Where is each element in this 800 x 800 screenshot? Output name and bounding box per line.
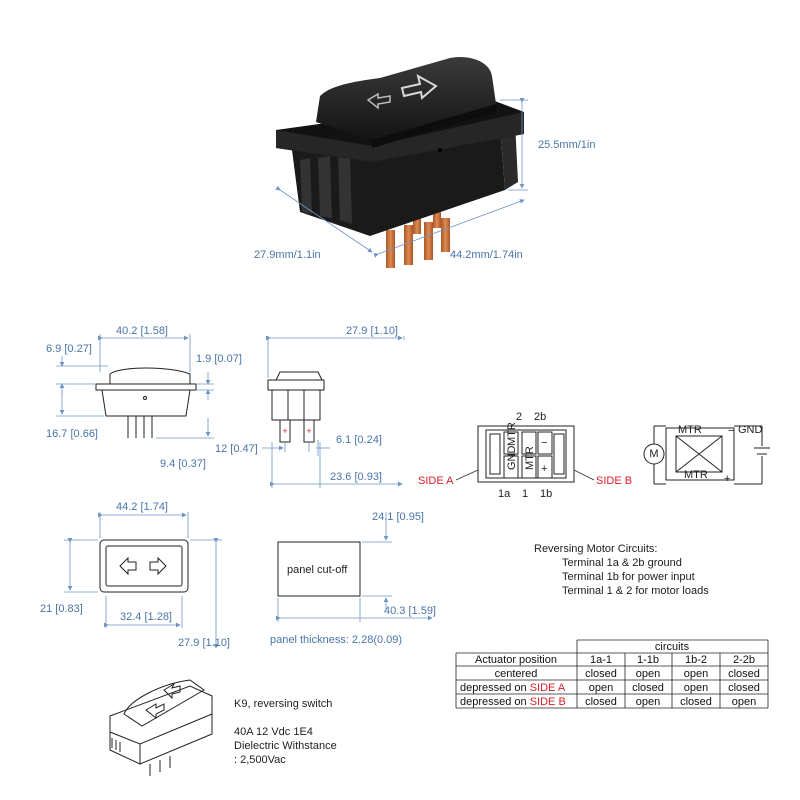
spec-text: K9, reversing switch 40A 12 Vdc 1E4 Diel… [234, 698, 337, 766]
front-top-width: 40.2 [1.58] [116, 325, 168, 337]
terminal-layout: MTR GND MTR − + 2 2b 1a 1 1b SIDE A SIDE… [418, 411, 632, 500]
spec-voltage: : 2,500Vac [234, 754, 286, 766]
table-cell: closed [585, 668, 617, 680]
circuit-note-2: Terminal 1b for power input [562, 571, 695, 583]
table-cell: closed [680, 696, 712, 708]
top-view: 44.2 [1.74] 21 [0.83] 32.4 [1.28] 27.9 [… [40, 501, 230, 649]
schematic-gnd: GND [738, 424, 763, 436]
side-pin-spacing: 12 [0.47] [215, 443, 258, 455]
table-header-1a-1: 1a-1 [590, 654, 612, 666]
side-view: + + 27.9 [1.10] 12 [0.47] 6.1 [0.24] 23.… [215, 325, 405, 488]
front-body-height: 16.7 [0.66] [46, 428, 98, 440]
table-cell: closed [632, 682, 664, 694]
circuit-note-1: Terminal 1a & 2b ground [562, 557, 682, 569]
terminal-2-label: 2 [516, 411, 522, 423]
photo-width-label: 27.9mm/1.1in [254, 249, 321, 261]
top-height: 21 [0.83] [40, 603, 83, 615]
side-pin-width: 6.1 [0.24] [336, 434, 382, 446]
table-cell: open [636, 668, 660, 680]
schematic-plus: + [724, 473, 730, 485]
terminal-mtr-label: MTR [506, 422, 518, 446]
photo-dimensions: 25.5mm/1in 27.9mm/1.1in 44.2mm/1.74in [254, 98, 595, 261]
table-cell: open [636, 696, 660, 708]
schematic-mtr-bottom: MTR [684, 469, 708, 481]
panel-thickness: panel thickness: 2.28(0.09) [270, 634, 402, 646]
top-depth: 27.9 [1.10] [178, 637, 230, 649]
table-header-1b-2: 1b-2 [685, 654, 707, 666]
spec-dielectric: Dielectric Withstance [234, 740, 337, 752]
front-cap-height: 6.9 [0.27] [46, 343, 92, 355]
side-base-width: 23.6 [0.93] [330, 471, 382, 483]
motor-label: M [649, 448, 658, 460]
switch-line-drawing [109, 679, 213, 776]
panel-label: panel cut-off [287, 564, 348, 576]
front-lip: 1.9 [0.07] [196, 353, 242, 365]
schematic-mtr-top: MTR [678, 424, 702, 436]
circuit-table: circuits Actuator position 1a-1 1-1b 1b-… [455, 639, 769, 709]
table-cell: open [589, 682, 613, 694]
table-cell: open [732, 696, 756, 708]
panel-cutoff: panel cut-off 24.1 [0.95] 40.3 [1.59] pa… [270, 511, 436, 646]
table-row-label: depressed on SIDE A [460, 682, 566, 694]
circuit-notes: Reversing Motor Circuits: Terminal 1a & … [534, 543, 709, 597]
table-header-2-2b: 2-2b [733, 654, 755, 666]
motor-symbol [643, 443, 665, 465]
table-header-position: Actuator position [475, 654, 557, 666]
spec-title: K9, reversing switch [234, 698, 332, 710]
top-inner-width: 32.4 [1.28] [120, 611, 172, 623]
table-row-label: centered [495, 668, 538, 680]
panel-width: 40.3 [1.59] [384, 605, 436, 617]
svg-text:+: + [306, 426, 311, 436]
switch-photo [276, 56, 524, 268]
table-row-label: depressed on SIDE B [460, 696, 566, 708]
schematic-minus: − [728, 425, 734, 437]
terminal-pin [441, 218, 450, 252]
table-group-header: circuits [655, 641, 690, 653]
wiring-schematic: MTR MTR GND − + M [643, 424, 770, 485]
table-cell: closed [728, 682, 760, 694]
panel-height: 24.1 [0.95] [372, 511, 424, 523]
table-cell: open [684, 682, 708, 694]
side-b-label: SIDE B [596, 475, 632, 487]
photo-height-label: 25.5mm/1in [538, 139, 595, 151]
table-header-1-1b: 1-1b [637, 654, 659, 666]
front-pin-length: 9.4 [0.37] [160, 458, 206, 470]
arrow-right-icon [400, 74, 438, 100]
arrow-right-icon [149, 556, 167, 576]
arrow-left-icon [366, 92, 391, 110]
side-a-label: SIDE A [418, 475, 454, 487]
terminal-pin [424, 222, 433, 260]
spec-rating: 40A 12 Vdc 1E4 [234, 726, 313, 738]
photo-length-label: 44.2mm/1.74in [450, 249, 523, 261]
table-cell: open [684, 668, 708, 680]
table-cell: closed [728, 668, 760, 680]
terminal-2b-label: 2b [534, 411, 546, 423]
circuit-notes-title: Reversing Motor Circuits: [534, 543, 657, 555]
arrow-left-icon [119, 556, 137, 576]
rocker [316, 56, 496, 141]
circuit-note-3: Terminal 1 & 2 for motor loads [562, 585, 709, 597]
terminal-1a-label: 1a [498, 488, 511, 500]
terminal-1-label: 1 [522, 488, 528, 500]
switch-housing-side [500, 122, 518, 190]
terminal-gnd-label: GND [506, 446, 518, 471]
side-width: 27.9 [1.10] [346, 325, 398, 337]
front-view: 40.2 [1.58] 6.9 [0.27] 1.9 [0.07] 16.7 [… [46, 325, 242, 470]
svg-text:+: + [282, 426, 287, 436]
terminal-minus-label: − [541, 437, 547, 449]
table-cell: closed [585, 696, 617, 708]
top-length: 44.2 [1.74] [116, 501, 168, 513]
terminal-pin [404, 225, 413, 265]
terminal-plus-label: + [541, 463, 547, 475]
terminal-mtr-label-2: MTR [524, 446, 536, 470]
terminal-1b-label: 1b [540, 488, 552, 500]
